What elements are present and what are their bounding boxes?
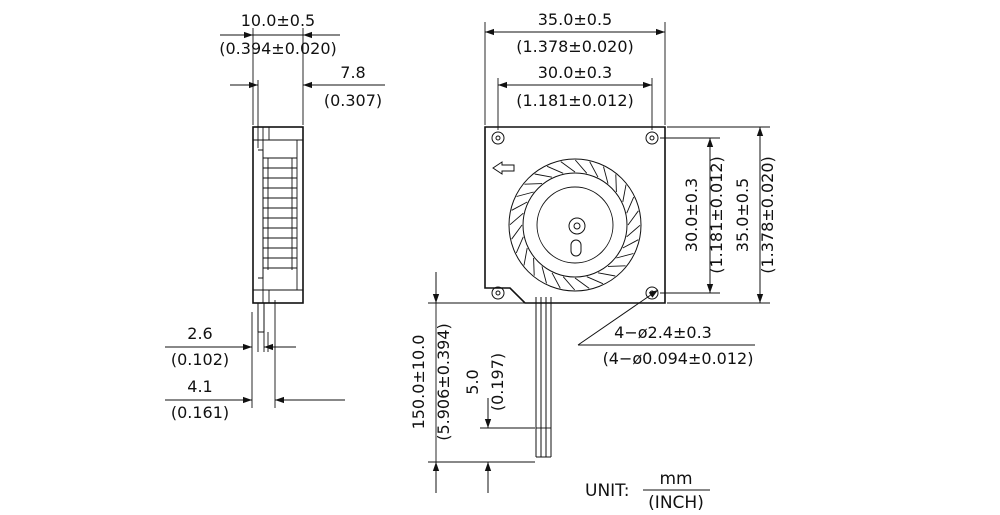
front-view: 35.0±0.5 (1.378±0.020) 30.0±0.3 (1.181±0… xyxy=(409,10,777,493)
mount-hole-top-left xyxy=(491,131,505,145)
airflow-arrow-icon xyxy=(492,161,515,175)
impeller-blade xyxy=(524,183,543,185)
lead-length-mm: 150.0±10.0 xyxy=(409,335,428,430)
impeller-blade xyxy=(511,224,523,240)
impeller-blade xyxy=(574,159,588,174)
impeller-blade xyxy=(607,265,626,267)
impeller-blade xyxy=(615,174,617,193)
impeller-blade xyxy=(586,276,604,285)
side-view: 10.0±0.5 (0.394±0.020) 7.8 (0.307) 2.6 (… xyxy=(165,11,385,422)
hub-icon xyxy=(568,217,586,235)
impeller-blade xyxy=(534,173,553,178)
hub-label xyxy=(570,239,582,257)
strip-length-inch: (0.197) xyxy=(488,353,507,411)
impeller-blade xyxy=(551,272,561,289)
side-lead-b-mm: 4.1 xyxy=(187,377,212,396)
hole-callout-inch: (4−ø0.094±0.012) xyxy=(603,349,754,368)
overall-width-inch: (1.378±0.020) xyxy=(516,37,634,56)
unit-numerator: mm xyxy=(659,469,692,489)
impeller-blade xyxy=(597,272,616,277)
side-view-lead xyxy=(257,303,265,333)
mount-hole-top-right xyxy=(645,131,659,145)
impeller-blade xyxy=(603,166,609,184)
hole-pitch-x-mm: 30.0±0.3 xyxy=(538,63,612,82)
hole-pitch-y-mm: 30.0±0.3 xyxy=(682,178,701,252)
side-lead-b-inch: (0.161) xyxy=(171,403,229,422)
impeller-blade xyxy=(616,253,634,259)
side-width-inch: (0.394±0.020) xyxy=(219,39,337,58)
unit-denominator: (INCH) xyxy=(648,493,704,513)
impeller-blade xyxy=(589,161,599,178)
side-width-mm: 10.0±0.5 xyxy=(241,11,315,30)
impeller-blade xyxy=(523,247,528,266)
impeller-blade xyxy=(626,196,635,214)
impeller-blade xyxy=(515,236,524,254)
impeller-blade xyxy=(546,165,564,174)
strip-length-mm: 5.0 xyxy=(463,369,482,394)
overall-width-mm: 35.0±0.5 xyxy=(538,10,612,29)
unit-legend: UNIT: mm (INCH) xyxy=(585,469,710,513)
side-depth-mm: 7.8 xyxy=(340,63,365,82)
side-lead-a-inch: (0.102) xyxy=(171,350,229,369)
side-depth-inch: (0.307) xyxy=(324,91,382,110)
impeller-blade xyxy=(622,184,627,203)
impeller-blade xyxy=(627,210,639,226)
impeller-blade xyxy=(574,277,590,289)
impeller-blade xyxy=(560,161,576,173)
impeller-blade xyxy=(511,201,528,211)
overall-height-mm: 35.0±0.5 xyxy=(733,178,752,252)
impeller-blade xyxy=(562,276,576,291)
hole-pitch-x-inch: (1.181±0.012) xyxy=(516,91,634,110)
front-view-lead xyxy=(535,297,552,458)
impeller-blade xyxy=(622,239,639,249)
impeller-blade xyxy=(533,257,535,276)
mount-hole-bottom-left xyxy=(491,286,505,300)
mount-hole-bottom-right xyxy=(645,286,659,300)
side-lead-a-mm: 2.6 xyxy=(187,324,212,343)
overall-height-inch: (1.378±0.020) xyxy=(758,156,777,274)
unit-label: UNIT: xyxy=(585,481,629,501)
hole-callout-mm: 4−ø2.4±0.3 xyxy=(614,323,712,342)
impeller xyxy=(508,158,642,292)
impeller-blade xyxy=(516,191,534,197)
hole-pitch-y-inch: (1.181±0.012) xyxy=(707,156,726,274)
hole-callout-leader xyxy=(577,289,659,346)
impeller-blade xyxy=(626,224,641,238)
impeller-blade xyxy=(541,266,547,284)
side-view-body xyxy=(252,126,304,304)
impeller-blade xyxy=(509,212,524,226)
lead-length-inch: (5.906±0.394) xyxy=(434,323,453,441)
